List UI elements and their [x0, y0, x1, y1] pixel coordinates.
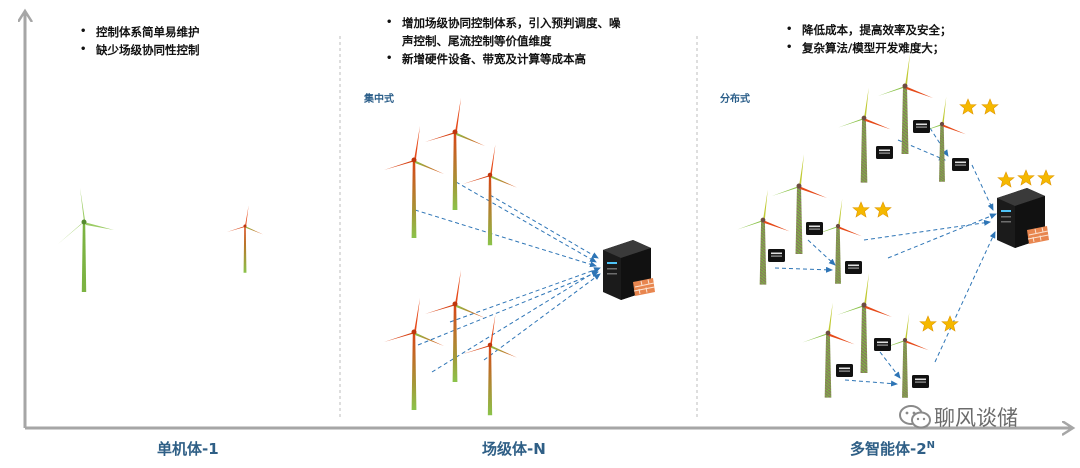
section-2-bullets: 增加场级协同控制体系，引入预判调度、噪 声控制、尾流控制等价值维度 新增硬件设备… [386, 14, 686, 68]
wind-turbine-icon [878, 54, 933, 154]
wind-turbine-icon [838, 87, 891, 183]
bullet-item: 缺少场级协同性控制 [80, 41, 330, 59]
controller-box-icon [845, 261, 862, 274]
bullet-line: 增加场级协同控制体系，引入预判调度、噪 [402, 16, 621, 30]
star-icon [852, 201, 870, 218]
wind-turbine-icon [227, 205, 263, 273]
controller-box-icon [874, 338, 891, 351]
controller-box-icon [876, 146, 893, 159]
controller-box-icon [913, 120, 930, 133]
section-1-bullets: 控制体系简单易维护 缺少场级协同性控制 [80, 23, 330, 59]
section-2-label: 场级体-N [482, 440, 546, 458]
wechat-icon [899, 405, 931, 429]
bullet-item: 复杂算法/模型开发难度大； [786, 39, 1046, 57]
wind-turbine-icon [463, 314, 517, 416]
bullet-line: 声控制、尾流控制等价值维度 [402, 34, 552, 48]
controller-box-icon [952, 158, 969, 171]
server-icon [996, 187, 1050, 249]
star-icon [981, 98, 999, 115]
star-icon [1017, 169, 1035, 186]
wind-turbine-icon [463, 144, 517, 246]
section-3-label: 多智能体-2N [850, 438, 935, 459]
star-icon [919, 315, 937, 332]
centralized-tag: 集中式 [364, 94, 394, 105]
controller-box-icon [806, 222, 823, 235]
section-3-bullets: 降低成本，提高效率及安全； 复杂算法/模型开发难度大； [786, 21, 1046, 57]
watermark-text: 聊风谈储 [934, 406, 1018, 430]
distributed-links [774, 127, 997, 387]
star-icon [997, 171, 1015, 188]
wind-turbine-icon [384, 126, 444, 238]
star-icon [1037, 169, 1055, 186]
wind-turbine-icon [737, 189, 790, 285]
controller-box-icon [768, 249, 785, 262]
star-icon [959, 98, 977, 115]
section-1-label: 单机体-1 [157, 440, 219, 458]
distributed-tag: 分布式 [720, 94, 750, 105]
bullet-item: 增加场级协同控制体系，引入预判调度、噪 声控制、尾流控制等价值维度 [386, 14, 686, 50]
wind-turbine-icon [802, 302, 855, 398]
centralized-links [414, 181, 601, 373]
wind-turbine-icon [58, 188, 114, 292]
wind-turbine-icon [425, 270, 485, 382]
server-icon [602, 239, 656, 301]
wind-turbine-icon [772, 154, 827, 254]
bullet-item: 新增硬件设备、带宽及计算等成本高 [386, 50, 686, 68]
wind-turbine-icon [384, 298, 444, 410]
bullet-item: 控制体系简单易维护 [80, 23, 330, 41]
controller-box-icon [912, 375, 929, 388]
bullet-item: 降低成本，提高效率及安全； [786, 21, 1046, 39]
wind-turbine-icon [837, 273, 892, 373]
controller-box-icon [836, 364, 853, 377]
section-3-label-sup: N [926, 440, 936, 451]
star-icon [874, 201, 892, 218]
section-3-label-main: 多智能体-2 [850, 440, 927, 458]
